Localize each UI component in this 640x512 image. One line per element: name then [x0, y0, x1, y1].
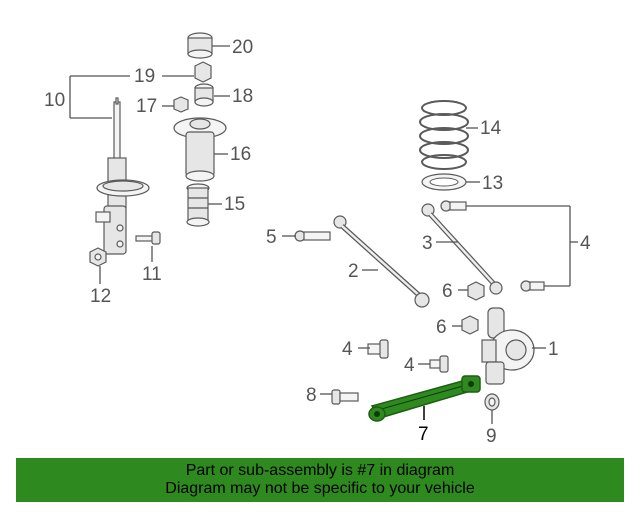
- bolt-part-8[interactable]: [331, 389, 359, 405]
- exploded-parts-diagram: 20 19 18 17 16 15 10 11 12 14 13 5 2 3 4…: [44, 32, 591, 447]
- callout-6-upper: 6: [442, 281, 453, 302]
- callout-13: 13: [482, 173, 503, 194]
- spring-seat-part-13[interactable]: [421, 173, 467, 191]
- strut-assembly-part-10[interactable]: [95, 97, 150, 255]
- lateral-link-part-2[interactable]: [333, 215, 430, 308]
- bolt-part-5[interactable]: [294, 230, 331, 242]
- callout-18: 18: [232, 86, 253, 107]
- callout-12: 12: [90, 286, 111, 307]
- callout-2: 2: [348, 261, 359, 282]
- nut-part-6-lower[interactable]: [461, 315, 479, 335]
- callout-6-lower: 6: [436, 317, 447, 338]
- nut-part-19[interactable]: [194, 61, 212, 83]
- leader-lines: [69, 45, 578, 424]
- callout-8: 8: [306, 385, 317, 406]
- bolt-part-4-lower[interactable]: [520, 280, 545, 292]
- bolt-part-11[interactable]: [135, 231, 161, 245]
- callout-3: 3: [422, 233, 433, 254]
- strut-mount-part-16[interactable]: [173, 117, 227, 182]
- callout-15: 15: [224, 194, 245, 215]
- callout-20: 20: [232, 37, 253, 58]
- callout-4-middle-right: 4: [404, 355, 415, 376]
- bolt-part-4-middle-left[interactable]: [367, 339, 389, 359]
- callout-1: 1: [548, 339, 559, 360]
- callout-4-middle-left: 4: [342, 339, 353, 360]
- bump-stop-part-15[interactable]: [186, 183, 210, 227]
- cap-part-20[interactable]: [187, 32, 213, 59]
- bushing-part-18[interactable]: [194, 83, 214, 107]
- callout-7-highlighted: 7: [418, 424, 429, 445]
- nut-part-9[interactable]: [484, 393, 500, 411]
- nut-part-17[interactable]: [173, 96, 189, 113]
- callout-4-right: 4: [580, 233, 591, 254]
- lateral-link-part-3[interactable]: [421, 203, 503, 295]
- info-banner: Part or sub-assembly is #7 in diagram Di…: [16, 458, 624, 502]
- bolt-part-4-middle-right[interactable]: [429, 355, 449, 373]
- knuckle-part-1[interactable]: [481, 307, 535, 385]
- banner-line-part-info: Part or sub-assembly is #7 in diagram: [185, 462, 455, 479]
- callout-9: 9: [486, 426, 497, 447]
- bolt-part-4-upper[interactable]: [440, 200, 467, 212]
- nut-part-12[interactable]: [89, 247, 107, 267]
- banner-line-disclaimer: Diagram may not be specific to your vehi…: [165, 480, 475, 497]
- callout-17: 17: [136, 96, 157, 117]
- callout-11: 11: [142, 264, 162, 285]
- callout-19: 19: [134, 66, 155, 87]
- callout-14: 14: [480, 118, 502, 139]
- coil-spring-part-14[interactable]: [419, 100, 469, 170]
- highlighted-trailing-arm-part-7[interactable]: [368, 375, 481, 422]
- nut-part-6-upper[interactable]: [467, 281, 485, 301]
- callout-5: 5: [266, 227, 277, 248]
- callout-10: 10: [44, 90, 65, 111]
- callout-16: 16: [230, 144, 251, 165]
